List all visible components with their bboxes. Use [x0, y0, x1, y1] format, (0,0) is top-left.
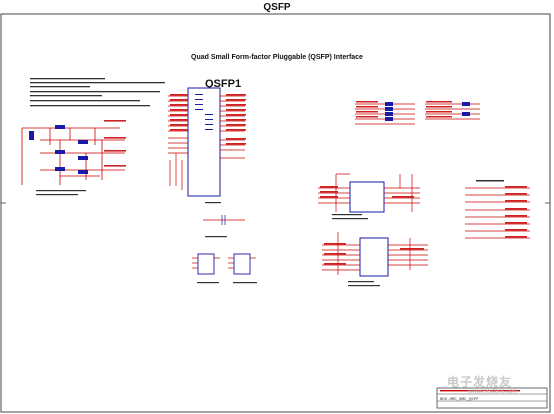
connector-label: QSFP1 — [205, 78, 242, 90]
interface-title: Quad Small Form-factor Pluggable (QSFP) … — [191, 54, 363, 61]
notes-block — [30, 78, 165, 107]
watermark: 电子发烧友 — [447, 375, 513, 389]
title-block-code: BDX-HMC_BMC_QSFP — [440, 398, 479, 402]
page-title: QSFP — [263, 2, 291, 13]
qsfp1-connector — [168, 87, 246, 204]
watermark-url: www.elecfans.com — [468, 389, 518, 395]
lower-ic — [322, 232, 428, 287]
filter-components — [29, 125, 88, 174]
bottom-connector-1 — [192, 253, 220, 284]
power-filter-circuit — [21, 127, 125, 185]
filter-nets — [104, 120, 126, 167]
control-ic — [318, 173, 420, 220]
net-connections — [465, 180, 530, 239]
decoupling-cap — [203, 215, 245, 225]
bottom-connector-2 — [228, 253, 257, 284]
resistor-bank-2 — [425, 103, 480, 120]
title-block — [436, 387, 548, 409]
sheet-border — [0, 13, 551, 413]
